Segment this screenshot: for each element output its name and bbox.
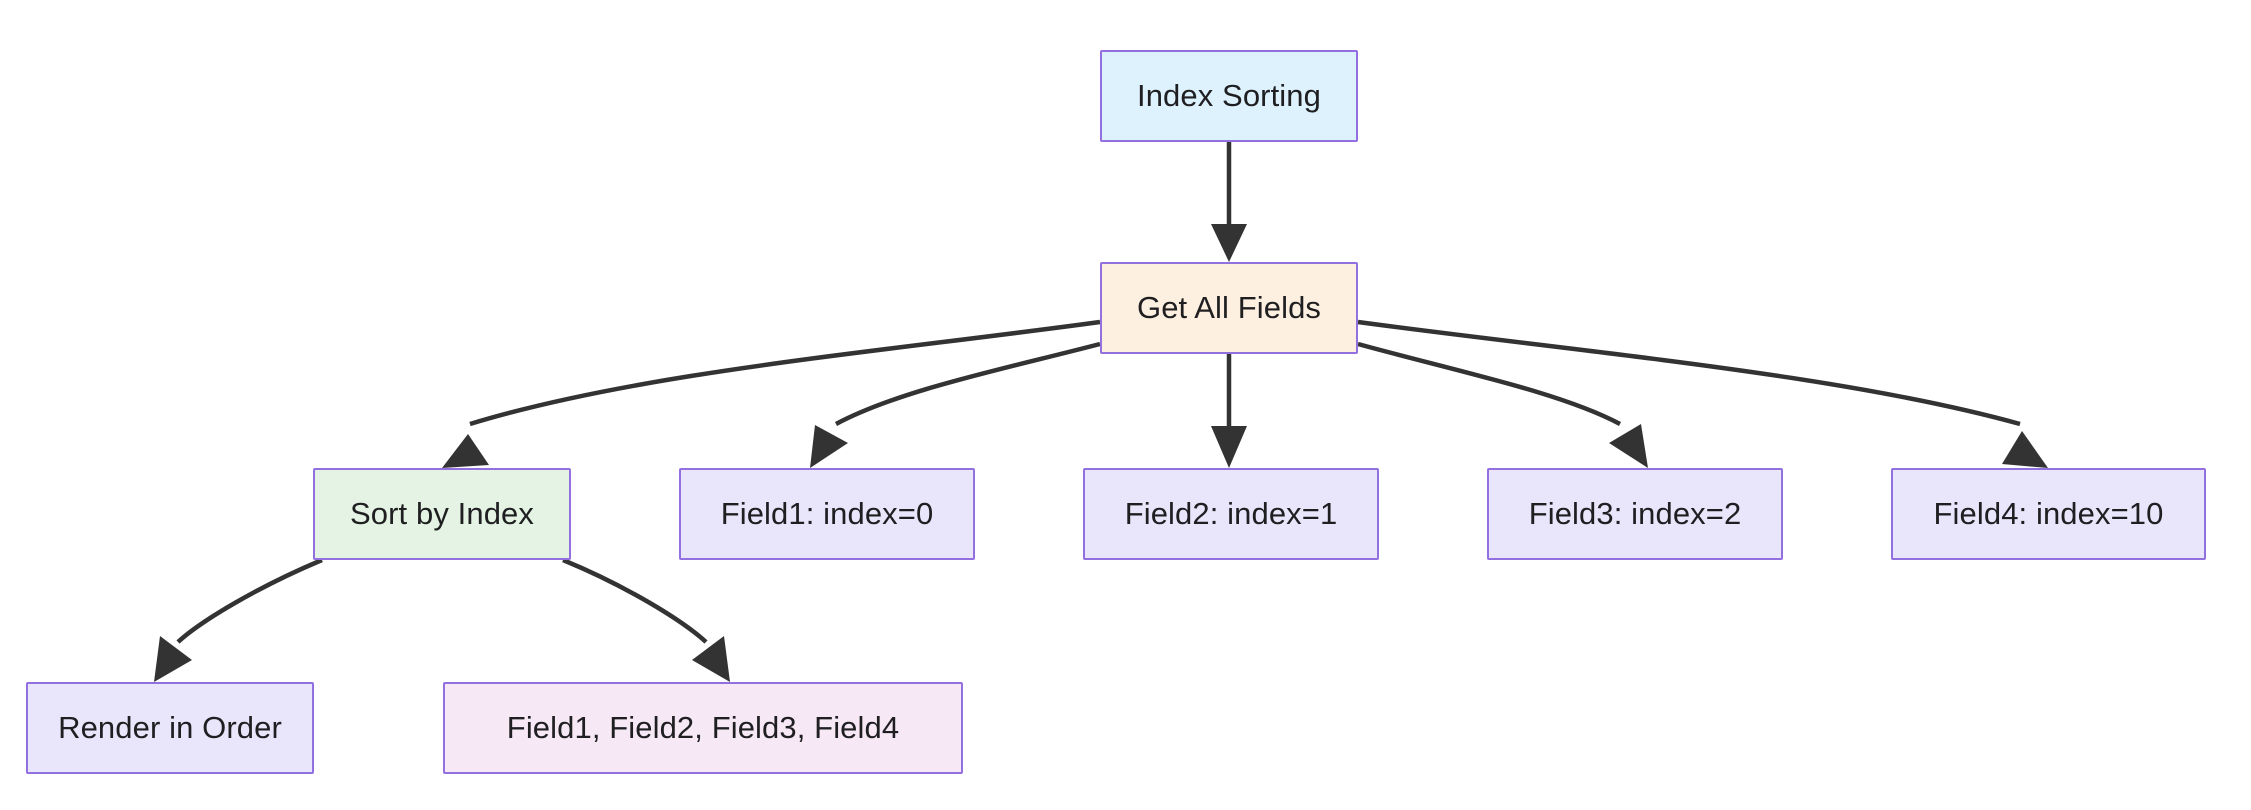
node-label-sort-by-index: Sort by Index — [350, 496, 534, 532]
node-label-field4-index: Field4: index=10 — [1933, 496, 2164, 532]
edge-get-all-fields-to-field2 — [1211, 354, 1247, 468]
node-field1-index[interactable]: Field1: index=0 — [679, 468, 975, 560]
node-render-in-order[interactable]: Render in Order — [26, 682, 314, 774]
edge-get-all-fields-to-field1 — [810, 341, 1101, 468]
edge-index-sorting-to-get-all-fields — [1211, 142, 1247, 262]
node-label-render-in-order: Render in Order — [58, 710, 282, 746]
node-sort-by-index[interactable]: Sort by Index — [313, 468, 571, 560]
node-field2-index[interactable]: Field2: index=1 — [1083, 468, 1379, 560]
node-label-field2-index: Field2: index=1 — [1124, 496, 1338, 532]
watermark-text — [2229, 636, 2247, 688]
node-label-field-order-list: Field1, Field2, Field3, Field4 — [506, 710, 900, 746]
edge-sort-by-index-to-render-in-order — [154, 557, 323, 682]
node-get-all-fields[interactable]: Get All Fields — [1100, 262, 1358, 354]
node-field3-index[interactable]: Field3: index=2 — [1487, 468, 1783, 560]
node-field4-index[interactable]: Field4: index=10 — [1891, 468, 2206, 560]
node-label-field1-index: Field1: index=0 — [720, 496, 934, 532]
node-index-sorting[interactable]: Index Sorting — [1100, 50, 1358, 142]
edge-get-all-fields-to-sort-by-index — [442, 319, 1101, 468]
node-label-get-all-fields: Get All Fields — [1136, 290, 1322, 326]
edge-get-all-fields-to-field3 — [1357, 341, 1648, 468]
edge-get-all-fields-to-field4 — [1357, 319, 2048, 468]
node-label-index-sorting: Index Sorting — [1137, 78, 1321, 114]
node-field-order-list[interactable]: Field1, Field2, Field3, Field4 — [443, 682, 963, 774]
node-label-field3-index: Field3: index=2 — [1528, 496, 1742, 532]
edge-sort-by-index-to-field-order-list — [562, 557, 730, 682]
